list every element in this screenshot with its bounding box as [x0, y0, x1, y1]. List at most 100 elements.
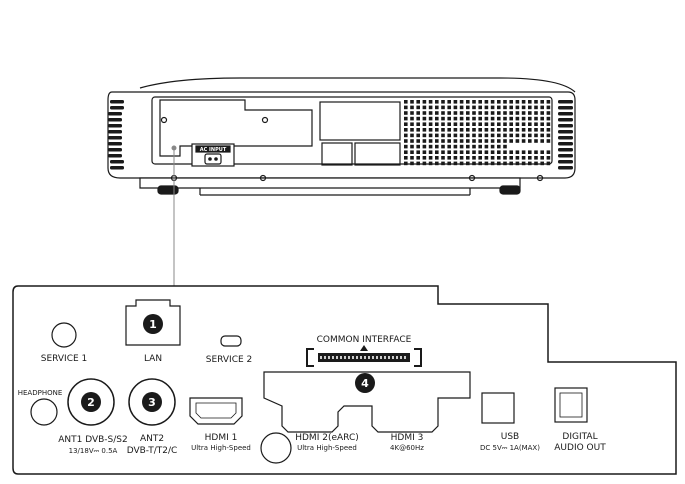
grille-hole: [410, 139, 414, 143]
grille-hole: [416, 161, 420, 166]
vent-slat: [108, 148, 122, 152]
grille-hole: [478, 156, 482, 160]
grille-hole: [435, 144, 439, 149]
grille-hole: [466, 133, 470, 138]
grille-hole: [497, 133, 501, 138]
grille-hole: [490, 150, 495, 154]
grille-hole: [515, 100, 520, 104]
ant1-spec: 13/18V⎓ 0.5A: [69, 447, 118, 455]
grille-hole: [521, 128, 526, 132]
grille-hole: [447, 122, 451, 126]
slot-contact: [332, 356, 334, 359]
grille-hole: [497, 105, 501, 110]
grille-hole: [459, 116, 464, 121]
card-slot-texture: [320, 356, 406, 359]
grille-hole: [503, 122, 507, 126]
grille-hole: [484, 144, 489, 149]
grille-hole: [509, 161, 513, 166]
callout-3-number: 3: [148, 396, 156, 409]
vent-slat: [558, 136, 573, 140]
grille-hole: [540, 122, 544, 126]
service-2-port: [220, 335, 242, 347]
vent-slat: [558, 106, 573, 110]
grille-hole: [534, 105, 538, 110]
grille-hole: [447, 116, 451, 121]
grille-hole: [472, 133, 476, 138]
vent-slat: [558, 148, 573, 152]
grille-hole: [447, 156, 451, 160]
grille-hole: [459, 128, 464, 132]
grille-hole: [428, 100, 433, 104]
grille-hole: [515, 122, 520, 126]
vent-slat: [558, 100, 573, 104]
grille-hole: [509, 116, 513, 121]
grille-hole: [490, 111, 495, 115]
grille-hole: [416, 156, 420, 160]
grille-hole: [509, 111, 513, 115]
vent-slat: [558, 142, 573, 146]
usb-port: [481, 392, 515, 424]
ant1-label: ANT1 DVB-S/S2: [58, 435, 128, 445]
grille-hole: [416, 139, 420, 143]
vent-slat: [108, 130, 122, 134]
grille-hole: [459, 144, 464, 149]
grille-hole: [435, 111, 439, 115]
grille-hole: [466, 144, 470, 149]
grille-hole: [528, 156, 532, 160]
slot-contact: [328, 356, 330, 359]
grille-hole: [503, 144, 507, 149]
grille-hole: [466, 161, 470, 166]
grille-hole: [441, 144, 445, 149]
grille-hole: [497, 128, 501, 132]
grille-hole: [435, 139, 439, 143]
grille-hole: [441, 156, 445, 160]
hdmi-2-spec: Ultra High-Speed: [297, 444, 357, 452]
grille-hole: [416, 100, 420, 104]
grille-hole: [447, 128, 451, 132]
grille-hole: [528, 116, 532, 121]
grille-hole: [490, 128, 495, 132]
grille-hole: [503, 111, 507, 115]
grille-hole: [404, 161, 408, 166]
grille-hole: [503, 156, 507, 160]
grille-hole: [404, 144, 408, 149]
projector-back-view: [107, 77, 576, 196]
grille-hole: [484, 116, 489, 121]
grille-hole: [546, 161, 551, 166]
grille-hole: [509, 100, 513, 104]
grille-hole: [534, 128, 538, 132]
grille-hole: [459, 100, 464, 104]
grille-hole: [546, 150, 551, 154]
headphone-jack: [30, 398, 58, 426]
grille-hole: [435, 105, 439, 110]
digital-audio-label-2: AUDIO OUT: [554, 443, 606, 453]
grille-hole: [453, 111, 458, 115]
grille-hole: [528, 139, 532, 143]
vent-slat: [110, 100, 124, 104]
grille-hole: [484, 128, 489, 132]
grille-hole: [428, 105, 433, 110]
slot-contact: [336, 356, 338, 359]
grille-hole: [484, 122, 489, 126]
service-1-port: [51, 322, 77, 348]
lan-label: LAN: [144, 354, 162, 364]
grille-hole: [410, 133, 414, 138]
grille-hole: [466, 156, 470, 160]
grille-hole: [540, 111, 544, 115]
grille-hole: [490, 100, 495, 104]
grille-hole: [416, 122, 420, 126]
grille-hole: [447, 161, 451, 166]
vent-slat: [108, 142, 122, 146]
callout-1-badge: [143, 314, 163, 334]
grille-hole: [428, 156, 433, 160]
grille-hole: [447, 144, 451, 149]
grille-hole: [503, 105, 507, 110]
grille-hole: [410, 150, 414, 154]
grille-hole: [428, 139, 433, 143]
grille-hole: [515, 105, 520, 110]
grille-hole: [472, 111, 476, 115]
grille-hole: [459, 111, 464, 115]
grille-hole: [404, 116, 408, 121]
grille-hole: [416, 116, 420, 121]
grille-hole: [515, 111, 520, 115]
